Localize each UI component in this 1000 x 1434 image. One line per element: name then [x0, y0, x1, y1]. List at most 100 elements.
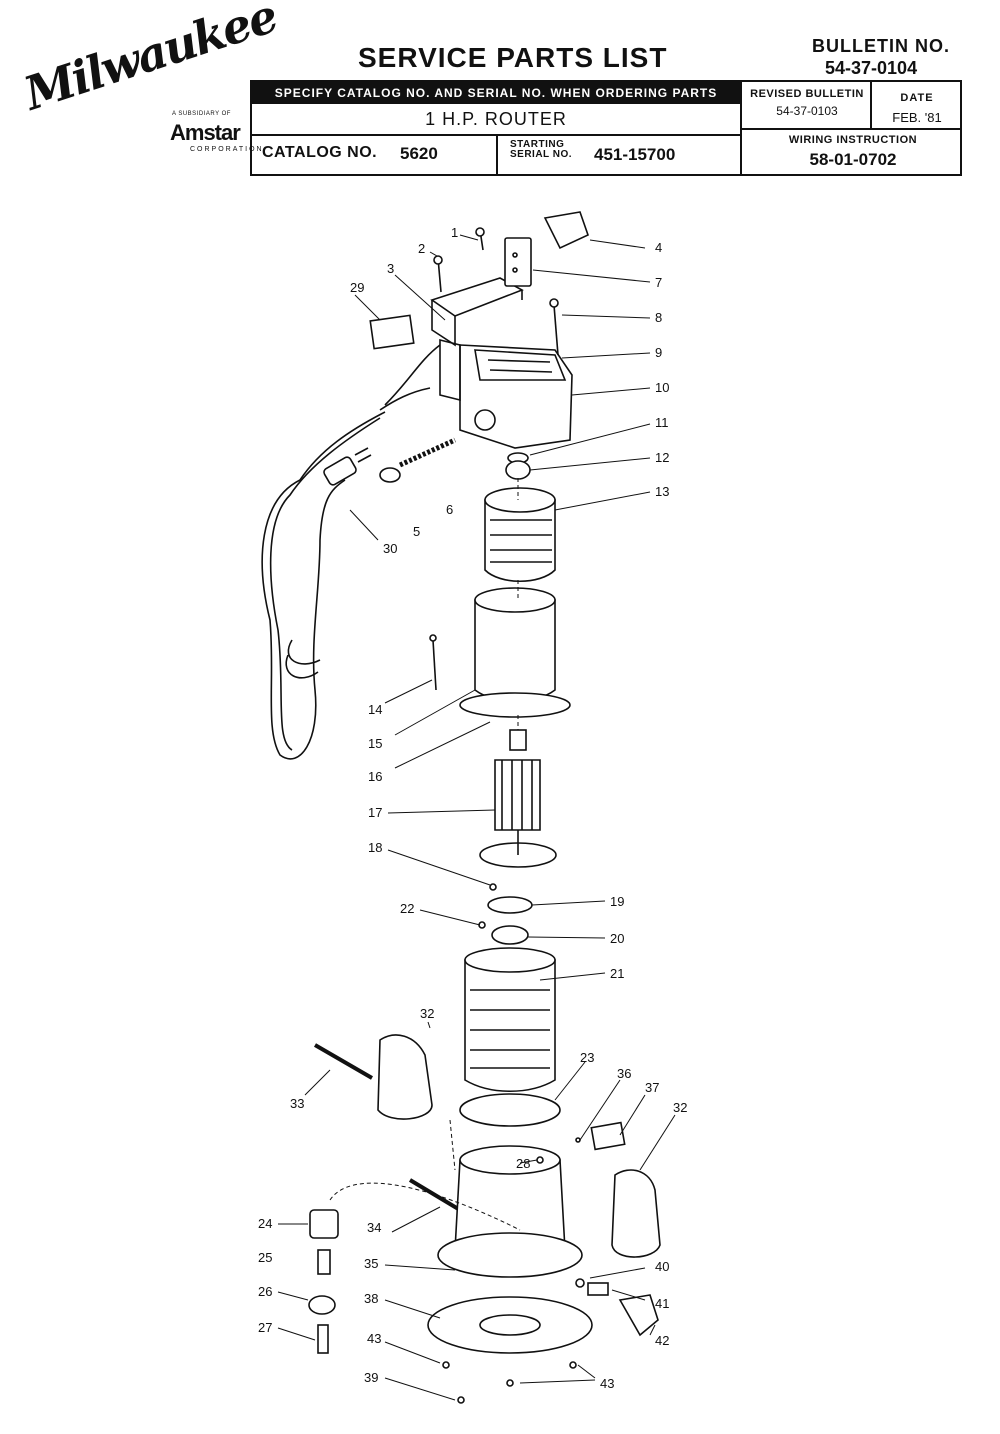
- pin-36: [575, 1137, 581, 1143]
- revised-bulletin-label: REVISED BULLETIN: [750, 88, 864, 100]
- callout-label: 5: [413, 524, 420, 539]
- date-value: FEB. '81: [892, 110, 942, 125]
- washer-40: [575, 1278, 585, 1288]
- callout-label: 33: [290, 1096, 304, 1111]
- callout-label: 41: [655, 1296, 669, 1311]
- serial-value: 451-15700: [594, 145, 676, 164]
- callout-label: 28: [516, 1156, 530, 1171]
- sub-base-38: [427, 1296, 593, 1354]
- corporation-label: CORPORATION: [190, 146, 264, 153]
- callout-label: 19: [610, 894, 624, 909]
- callout-label: 43: [600, 1376, 614, 1391]
- product-name: 1 H.P. ROUTER: [425, 109, 567, 129]
- header-table: SPECIFY CATALOG NO. AND SERIAL NO. WHEN …: [250, 80, 962, 176]
- ring-23: [459, 1093, 561, 1127]
- divider: [252, 134, 740, 136]
- callout-label: 42: [655, 1333, 669, 1348]
- divider: [496, 134, 498, 176]
- callout-label: 13: [655, 484, 669, 499]
- callout-label: 2: [418, 241, 425, 256]
- screw-33: [313, 1043, 374, 1080]
- callout-label: 1: [451, 225, 458, 240]
- callout-label: 32: [673, 1100, 687, 1115]
- callout-label: 39: [364, 1370, 378, 1385]
- callout-labels: 1 2 3 4 5 6 7 8 9 10 11 12 13 14 15 16 1…: [258, 225, 687, 1391]
- callout-label: 32: [420, 1006, 434, 1021]
- ordering-note: SPECIFY CATALOG NO. AND SERIAL NO. WHEN …: [252, 82, 740, 104]
- handle-32-left: [377, 1034, 433, 1120]
- amstar-logo: Amstar: [170, 120, 241, 145]
- screw-43: [569, 1361, 577, 1369]
- bit-27: [317, 1324, 329, 1354]
- wiring-label: WIRING INSTRUCTION: [788, 134, 918, 146]
- callout-label: 15: [368, 736, 382, 751]
- callout-label: 43: [367, 1331, 381, 1346]
- screw-43: [442, 1361, 450, 1369]
- divider: [870, 82, 872, 128]
- callout-label: 29: [350, 280, 364, 295]
- callout-label: 8: [655, 310, 662, 325]
- callout-label: 27: [258, 1320, 272, 1335]
- armature-17: [479, 729, 557, 868]
- catalog-value: 5620: [400, 144, 438, 163]
- callout-label: 23: [580, 1050, 594, 1065]
- callout-label: 4: [655, 240, 662, 255]
- brush-spring-6: [398, 437, 457, 468]
- bearing-20: [491, 925, 529, 945]
- sub-base-hole: [479, 1314, 541, 1336]
- brush-cap-5: [379, 467, 401, 483]
- motor-housing-top: [439, 298, 573, 449]
- divider: [740, 128, 962, 130]
- callout-label: 14: [368, 702, 382, 717]
- callout-label: 30: [383, 541, 397, 556]
- bulletin-label: BULLETIN NO.: [812, 36, 950, 56]
- callout-label: 10: [655, 380, 669, 395]
- catalog-label: CATALOG NO.: [262, 144, 378, 161]
- milwaukee-logo: Milwaukee A SUBSIDIARY OF Amstar CORPORA…: [18, 0, 283, 178]
- callout-label: 34: [367, 1220, 381, 1235]
- leader-lines: [277, 234, 676, 1401]
- stud-41: [587, 1282, 609, 1296]
- collet-25: [317, 1249, 331, 1275]
- callout-label: 22: [400, 901, 414, 916]
- page-title: SERVICE PARTS LIST: [358, 42, 668, 73]
- callout-label: 40: [655, 1259, 669, 1274]
- bulletin-number: 54-37-0104: [825, 58, 918, 78]
- handle-32-right: [611, 1169, 661, 1258]
- power-cord: [261, 344, 441, 760]
- callout-label: 36: [617, 1066, 631, 1081]
- nut-26: [308, 1295, 336, 1315]
- callout-label: 12: [655, 450, 669, 465]
- label-37: [590, 1121, 626, 1151]
- callout-label: 6: [446, 502, 453, 517]
- housing-15: [459, 587, 571, 718]
- callout-label: 17: [368, 805, 382, 820]
- callout-label: 3: [387, 261, 394, 276]
- callout-label: 38: [364, 1291, 378, 1306]
- motor-housing-21: [464, 947, 556, 1093]
- callout-label: 26: [258, 1284, 272, 1299]
- base-35: [437, 1145, 583, 1278]
- label-plate-29: [369, 314, 415, 350]
- screw-39: [457, 1396, 465, 1404]
- screw-43: [506, 1379, 514, 1387]
- screw-18: [489, 883, 497, 891]
- switch-assembly: [430, 211, 589, 347]
- field-13: [484, 487, 556, 583]
- assembly-guides: [329, 478, 521, 1231]
- callout-label: 35: [364, 1256, 378, 1271]
- callout-label: 16: [368, 769, 382, 784]
- subsidiary-label: A SUBSIDIARY OF: [172, 111, 231, 117]
- collet-nut-24: [309, 1209, 339, 1239]
- wiring-value: 58-01-0702: [809, 150, 897, 169]
- knob-42: [618, 1294, 659, 1337]
- retainer-19: [487, 896, 533, 914]
- screw-14: [432, 639, 437, 691]
- date-label: DATE: [900, 92, 934, 104]
- callout-label: 24: [258, 1216, 272, 1231]
- callout-label: 37: [645, 1080, 659, 1095]
- callout-label: 18: [368, 840, 382, 855]
- callout-label: 25: [258, 1250, 272, 1265]
